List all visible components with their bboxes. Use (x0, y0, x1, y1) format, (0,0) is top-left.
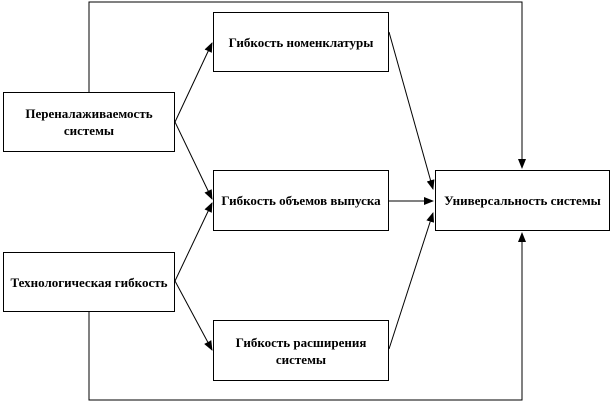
node-system-universality: Универсальность системы (435, 170, 610, 231)
node-label: Универсальность системы (444, 193, 601, 208)
arrow-expand-to-universal (388, 212, 435, 350)
arrow-reconfig-to-universal-top (88, 1, 526, 169)
node-label: Переналаживаемость системы (25, 106, 153, 138)
node-label: Гибкость расширения системы (235, 334, 367, 367)
node-label: Гибкость номенклатуры (228, 34, 374, 50)
arrow-tech-to-expand (174, 280, 213, 351)
arrow-nomen-to-universal (388, 31, 435, 190)
arrow-reconfig-to-volume (174, 121, 213, 200)
node-expansion-flexibility: Гибкость расширения системы (213, 320, 389, 381)
node-nomenclature-flexibility: Гибкость номенклатуры (213, 12, 389, 72)
node-technological-flexibility: Технологическая гибкость (3, 252, 175, 312)
arrow-tech-to-volume (174, 202, 213, 282)
node-volume-flexibility: Гибкость объемов выпуска (213, 170, 389, 231)
node-reconfigurability: Переналаживаемость системы (3, 92, 175, 152)
arrow-reconfig-to-nomen (174, 42, 213, 123)
node-label: Гибкость объемов выпуска (221, 193, 381, 208)
node-label: Технологическая гибкость (10, 274, 168, 290)
arrow-tech-to-universal-bottom (88, 232, 526, 401)
